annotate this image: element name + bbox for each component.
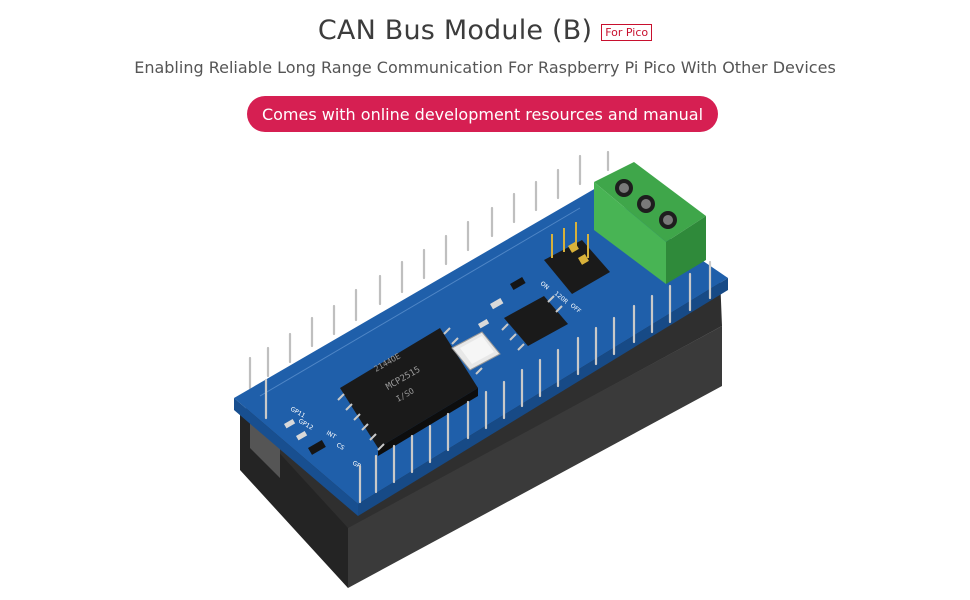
front-pins	[264, 260, 712, 504]
page-subtitle: Enabling Reliable Long Range Communicati…	[134, 58, 836, 77]
transceiver-chip	[501, 295, 568, 351]
mcp2515-chip: MCP2515 I/SO 2144OE	[337, 327, 483, 456]
resources-button[interactable]: Comes with online development resources …	[247, 96, 718, 132]
smd-components	[284, 277, 526, 455]
crystal-oscillator	[451, 331, 501, 371]
title-row: CAN Bus Module (B) For Pico	[0, 12, 970, 48]
back-pins	[248, 150, 610, 390]
page-title: CAN Bus Module (B)	[317, 14, 593, 46]
pin-label-gp: GP	[351, 460, 362, 470]
pin-label-int: INT	[325, 430, 337, 441]
for-pico-badge: For Pico	[601, 23, 653, 41]
jumper-label-on: ON	[539, 280, 551, 291]
product-image: MCP2515 I/SO 2144OE GP11 GP12 INT CS GP	[234, 150, 728, 588]
pin-label-cs: CS	[335, 442, 346, 452]
screw-terminal	[594, 162, 706, 284]
